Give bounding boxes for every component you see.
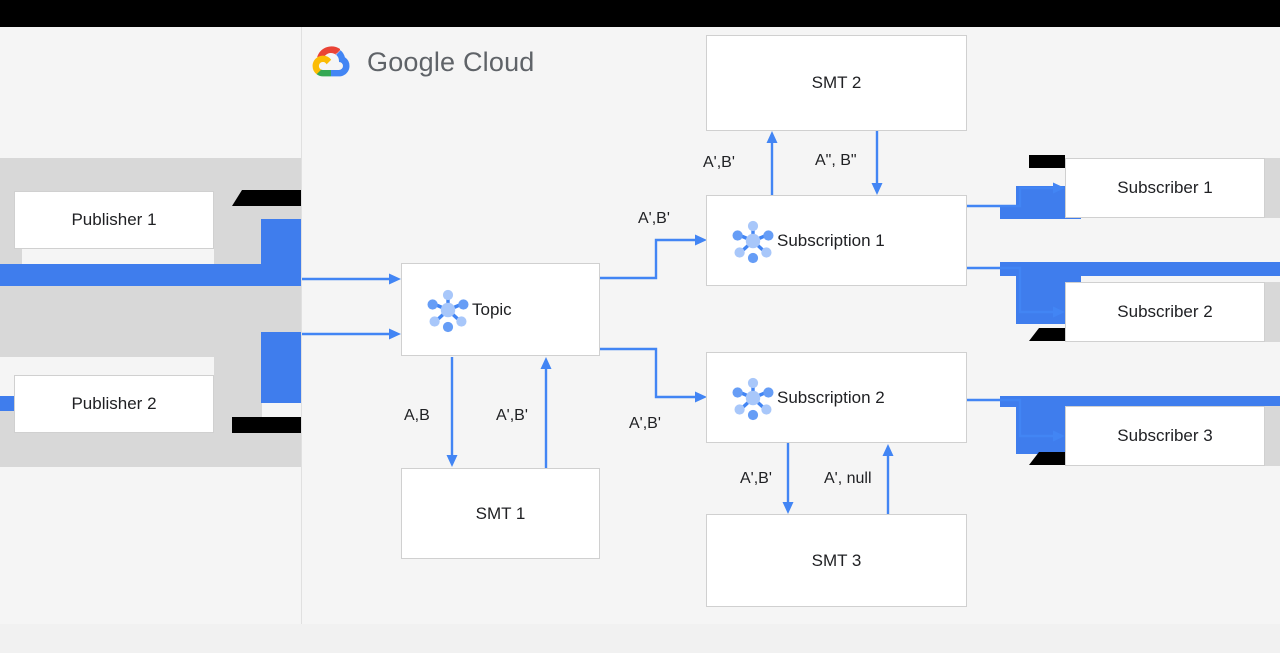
edge-label-smt3-to-subscription2: A', null (824, 470, 872, 487)
glitch-block-black-5 (1029, 452, 1065, 465)
edge-label-smt1-to-topic: A',B' (496, 407, 528, 424)
glitch-block-blue-1 (261, 219, 301, 286)
node-label: Subscription 2 (777, 387, 885, 407)
glitch-bar-top (0, 0, 1280, 27)
node-label: Subscription 1 (777, 230, 885, 250)
glitch-band-blue-2 (0, 396, 16, 411)
glitch-block-black-3 (1029, 155, 1065, 168)
glitch-band-gray-11 (1265, 282, 1280, 342)
glitch-band-gray-4 (0, 411, 14, 467)
glitch-band-gray-3 (0, 286, 301, 357)
node-smt-3[interactable]: SMT 3 (706, 514, 967, 607)
edge-label-smt2-to-subscription1: A", B" (815, 152, 857, 169)
edge-label-topic-to-subscription2: A',B' (629, 415, 661, 432)
edge-label-subscription1-to-smt2: A',B' (703, 154, 735, 171)
node-label: Publisher 1 (71, 210, 157, 229)
pubsub-icon (727, 215, 779, 267)
node-label: Publisher 2 (71, 394, 157, 413)
google-cloud-logo-icon (309, 42, 353, 83)
edge-label-subscription2-to-smt3: A',B' (740, 470, 772, 487)
google-cloud-logo: Google Cloud (309, 42, 535, 83)
glitch-band-gray-9 (14, 433, 301, 467)
pubsub-icon (422, 284, 474, 336)
glitch-band-gray-10 (1265, 158, 1280, 218)
node-label: Topic (472, 299, 512, 319)
node-topic[interactable]: Topic (401, 263, 600, 356)
node-label: SMT 2 (811, 73, 862, 92)
page-bottom-strip (0, 624, 1280, 653)
edge-label-topic-to-subscription1: A',B' (638, 210, 670, 227)
node-label: Subscriber 3 (1117, 426, 1213, 445)
node-label: Subscriber 2 (1117, 302, 1213, 321)
glitch-block-black-1 (232, 190, 301, 206)
node-subscription-2[interactable]: Subscription 2 (706, 352, 967, 443)
google-cloud-wordmark: Google Cloud (367, 47, 535, 77)
glitch-band-blue-1 (0, 264, 301, 286)
glitch-block-blue-2 (261, 332, 301, 403)
node-label: SMT 3 (811, 550, 862, 570)
glitch-band-gray-12 (1265, 406, 1280, 466)
node-label: Subscriber 1 (1117, 178, 1213, 197)
glitch-block-black-4 (1029, 328, 1065, 341)
pubsub-icon (727, 372, 779, 424)
node-smt-2[interactable]: SMT 2 (706, 35, 967, 131)
glitch-block-black-2 (232, 417, 301, 433)
node-subscriber-3[interactable]: Subscriber 3 (1065, 406, 1265, 466)
node-publisher-2[interactable]: Publisher 2 (14, 375, 214, 433)
node-subscriber-1[interactable]: Subscriber 1 (1065, 158, 1265, 218)
glitch-block-blue-4 (1000, 205, 1080, 219)
glitch-band-blue-4 (1000, 396, 1280, 407)
node-subscription-1[interactable]: Subscription 1 (706, 195, 967, 286)
node-publisher-1[interactable]: Publisher 1 (14, 191, 214, 249)
node-subscriber-2[interactable]: Subscriber 2 (1065, 282, 1265, 342)
edge-label-topic-to-smt1: A,B (404, 407, 430, 424)
node-label: SMT 1 (475, 503, 526, 523)
node-smt-1[interactable]: SMT 1 (401, 468, 600, 559)
glitch-band-gray-5 (214, 158, 301, 190)
